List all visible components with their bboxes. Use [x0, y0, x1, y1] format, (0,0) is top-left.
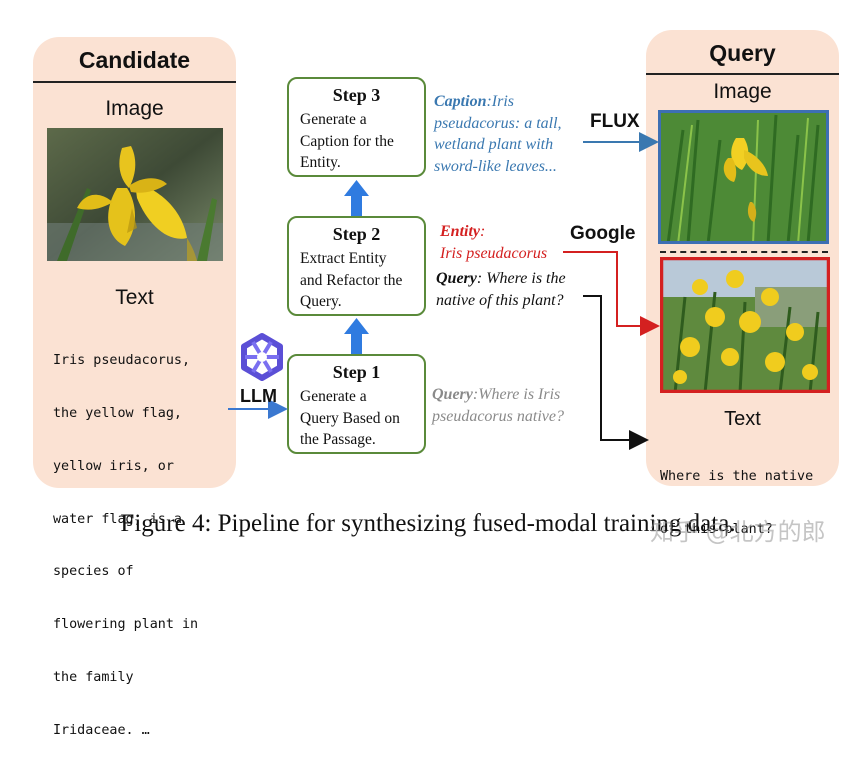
entity-key: Entity — [440, 223, 481, 240]
step-1-body: Generate a Query Based on the Passage. — [300, 386, 420, 451]
query-text-line: of this plant? — [660, 521, 773, 537]
candidate-iris-image — [47, 128, 223, 261]
query2-line-1: native of this plant? — [436, 291, 564, 309]
query-divider — [646, 73, 839, 75]
step-3-line: Caption for the — [300, 132, 394, 150]
caption-line-1: pseudacorus: a tall, — [434, 114, 562, 132]
entity-annotation-line: Entity: — [440, 221, 547, 243]
step-1-title: Step 1 — [332, 362, 381, 382]
step-3-box: Step 3 Generate a Caption for the Entity… — [287, 77, 426, 177]
passage-line: the yellow flag, — [53, 405, 182, 421]
query2-annotation-line: Query: Where is the — [436, 268, 566, 290]
connectors — [228, 132, 660, 450]
image-separator — [660, 251, 828, 253]
step-1-line: the Passage. — [300, 431, 376, 448]
query-title: Query — [709, 40, 776, 66]
google-retrieved-image — [660, 257, 830, 393]
candidate-text-label: Text — [115, 286, 154, 309]
entity-annotation: Entity: Iris pseudacorus — [440, 221, 547, 264]
passage-line: the family — [53, 669, 134, 685]
caption-annotation: Caption:Iris pseudacorus: a tall, wetlan… — [434, 91, 562, 177]
candidate-image-label: Image — [105, 97, 164, 120]
caption-line-2: wetland plant with — [434, 136, 554, 153]
entity-to-image-arrow — [563, 251, 660, 336]
caption-annotation-line: Caption:Iris — [434, 91, 562, 113]
candidate-title: Candidate — [78, 47, 191, 73]
query-text-line: Where is the native — [660, 469, 814, 485]
step-1-box: Step 1 Generate a Query Based on the Pas… — [287, 354, 426, 454]
query2-key: Query — [436, 270, 477, 287]
step-1-line: Generate a — [300, 388, 367, 405]
step-3-line: Generate a — [300, 111, 367, 128]
flux-label: FLUX — [590, 111, 640, 132]
query1-line-0: :Where is Iris — [472, 386, 561, 403]
entity-colon: : — [480, 223, 486, 240]
query2-line-0: : Where is the — [476, 270, 566, 287]
caption-line-3: sword-like leaves... — [434, 157, 557, 175]
candidate-divider — [33, 81, 236, 83]
watermark: 知乎 @北方的郎 — [650, 518, 826, 546]
caption-line-0: :Iris — [486, 93, 515, 110]
llm-label: LLM — [240, 386, 277, 406]
query-text-label: Text — [724, 408, 761, 430]
query-image-label: Image — [713, 80, 772, 103]
google-label: Google — [570, 223, 636, 244]
passage-line: Iris pseudacorus, — [53, 353, 191, 369]
step-2-title: Step 2 — [332, 224, 381, 244]
step1-to-step2-arrow — [344, 318, 369, 354]
passage-line: yellow iris, or — [53, 458, 174, 474]
llm-logo-icon — [241, 333, 283, 381]
caption-key: Caption — [434, 93, 487, 110]
step2-to-step3-arrow — [344, 180, 369, 216]
entity-value: Iris pseudacorus — [440, 244, 548, 262]
figure-caption: Figure 4: Pipeline for synthesizing fuse… — [120, 510, 736, 537]
query-text: Where is the native of this plant? — [660, 433, 813, 556]
flux-generated-image — [658, 110, 829, 244]
step-2-box: Step 2 Extract Entity and Refactor the Q… — [287, 216, 426, 316]
query-to-text-arrow — [583, 295, 649, 450]
original-query-annotation: Query:Where is Iris pseudacorus native? — [432, 384, 564, 427]
step-2-line: Query. — [300, 293, 342, 310]
query1-line-1: pseudacorus native? — [432, 407, 564, 425]
step-3-title: Step 3 — [332, 85, 381, 105]
passage-line: Iridaceae. … — [53, 722, 150, 738]
candidate-panel: Candidate Image Text Iris pseudacorus, t… — [33, 37, 236, 738]
step-2-line: Extract Entity — [300, 250, 387, 267]
refactored-query-annotation: Query: Where is the native of this plant… — [436, 268, 566, 311]
step-1-line: Query Based on — [300, 409, 400, 427]
query1-key: Query — [432, 386, 473, 403]
query1-annotation-line: Query:Where is Iris — [432, 384, 564, 406]
passage-line: water flag, is a — [53, 511, 182, 527]
step-2-line: and Refactor the — [300, 271, 403, 289]
step-2-body: Extract Entity and Refactor the Query. — [300, 248, 420, 313]
passage-line: flowering plant in — [53, 617, 199, 633]
step-3-line: Entity. — [300, 154, 341, 171]
step-3-body: Generate a Caption for the Entity. — [300, 109, 420, 174]
